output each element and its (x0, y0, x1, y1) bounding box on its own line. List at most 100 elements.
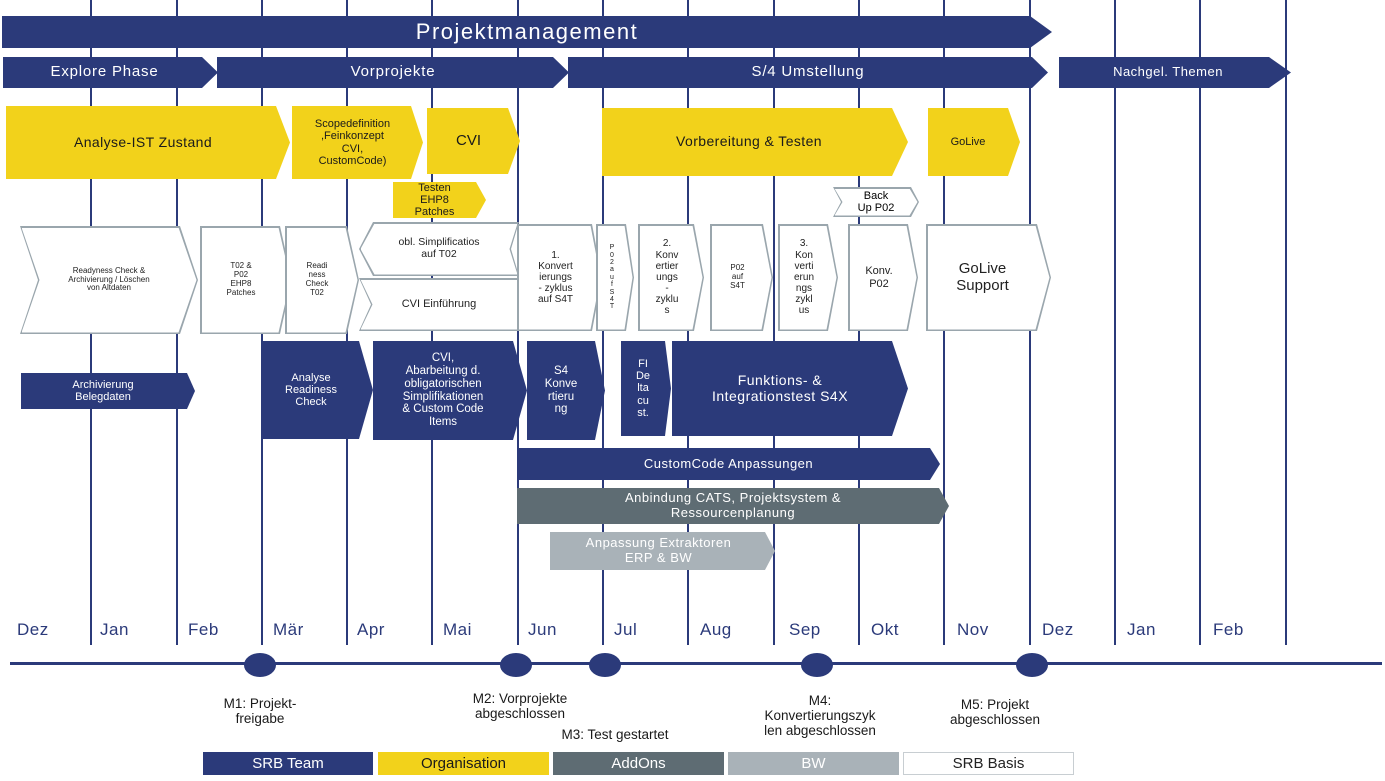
basis-readyness-label: Readyness Check & Archivierung / Löschen… (68, 265, 150, 293)
legend-label: BW (801, 755, 826, 772)
milestone-m1-marker (244, 653, 276, 677)
team-s4-konvertierung-label: S4 Konve rtieru ng (544, 364, 578, 416)
basis-t02-p02-label: T02 & P02 EHP8 Patches (226, 261, 256, 297)
basis-t02-p02: T02 & P02 EHP8 Patches (200, 226, 292, 334)
basis-p02-s4t-label: P02 auf S4T (730, 263, 745, 290)
org-vorbereitung: Vorbereitung & Testen (602, 108, 908, 176)
basis-konv1-label: 1. Konvert ierungs - zyklus auf S4T (537, 249, 574, 306)
team-customcode-label: CustomCode Anpassungen (643, 455, 814, 471)
milestone-m1-label: M1: Projekt- freigabe (223, 696, 297, 726)
org-vorbereitung-label: Vorbereitung & Testen (676, 133, 822, 150)
basis-p02-s4t: P02 auf S4T (710, 224, 773, 331)
milestone-m3-marker (589, 653, 621, 677)
basis-golive-support: GoLive Support (926, 224, 1051, 331)
basis-backup-label: Back Up P02 (857, 189, 895, 214)
month-label: Okt (871, 620, 899, 639)
phase-nachgel: Nachgel. Themen (1059, 57, 1291, 88)
phase-explore: Explore Phase (3, 57, 218, 88)
bw-extraktoren-label: Anpassung Extraktoren ERP & BW (585, 535, 732, 565)
team-archivierung: Archivierung Belegdaten (21, 373, 195, 409)
grid-line (1199, 0, 1201, 645)
org-golive-label: GoLive (950, 135, 986, 148)
phase-explore-label: Explore Phase (50, 63, 159, 81)
legend-label: SRB Basis (952, 755, 1025, 772)
phase-nachgel-label: Nachgel. Themen (1113, 64, 1223, 80)
basis-obl-simpl-label: obl. Simplificatios auf T02 (398, 236, 480, 260)
month-label: Jun (528, 620, 557, 639)
grid-line (1285, 0, 1287, 645)
team-analyse-readiness-label: Analyse Readiness Check (285, 371, 337, 409)
basis-readiness-t02: Readi ness Check T02 (285, 226, 359, 334)
org-analyse: Analyse-IST Zustand (6, 106, 290, 179)
title-text: Projektmanagement (415, 18, 639, 44)
title-bar: Projektmanagement (2, 16, 1052, 48)
org-cvi: CVI (427, 108, 520, 174)
team-cvi-abarbeitung: CVI, Abarbeitung d. obligatorischen Simp… (373, 341, 527, 440)
month-label: Mai (443, 620, 472, 639)
addon-cats-label: Anbindung CATS, Projektsystem & Ressourc… (624, 490, 842, 520)
legend-label: Organisation (420, 755, 507, 772)
phase-umstellung-label: S/4 Umstellung (751, 63, 865, 81)
team-fi-delta-label: FI De lta cu st. (635, 357, 651, 419)
basis-cvi-einfuehrung-label: CVI Einführung (401, 298, 477, 311)
legend-bw: BW (728, 752, 899, 775)
org-cvi-label: CVI (455, 131, 481, 149)
legend-srb-basis: SRB Basis (903, 752, 1074, 775)
basis-readiness-t02-label: Readi ness Check T02 (305, 261, 329, 297)
legend-label: SRB Team (252, 755, 324, 772)
basis-p02-vertical: P 0 2 a u f S 4 T (596, 224, 634, 331)
month-label: Mär (273, 620, 304, 639)
phase-vorprojekte: Vorprojekte (217, 57, 569, 88)
month-label: Jul (614, 620, 638, 639)
team-funktionstest: Funktions- & Integrationstest S4X (672, 341, 908, 436)
month-label: Apr (357, 620, 385, 639)
timeline-axis (10, 662, 1382, 665)
basis-konv2-label: 2. Konv ertier ungs - zyklu s (655, 238, 679, 317)
month-label: Jan (100, 620, 129, 639)
team-cvi-abarbeitung-label: CVI, Abarbeitung d. obligatorischen Simp… (402, 351, 484, 429)
org-testen-ehp8: Testen EHP8 Patches (393, 182, 486, 218)
org-testen-ehp8-label: Testen EHP8 Patches (414, 181, 455, 219)
basis-konv3-label: 3. Kon verti erun ngs zykl us (793, 238, 814, 317)
org-scope-label: Scopedefinition ,Feinkonzept CVI, Custom… (314, 117, 391, 167)
month-label: Dez (17, 620, 49, 639)
basis-golive-support-label: GoLive Support (956, 259, 1009, 294)
basis-readyness: Readyness Check & Archivierung / Löschen… (20, 226, 198, 334)
month-label: Jan (1127, 620, 1156, 639)
basis-konv-p02-label: Konv. P02 (865, 265, 893, 290)
milestone-m2-label: M2: Vorprojekte abgeschlossen (472, 691, 568, 721)
team-archivierung-label: Archivierung Belegdaten (72, 378, 134, 403)
basis-konv3: 3. Kon verti erun ngs zykl us (778, 224, 838, 331)
grid-line (773, 0, 775, 645)
legend-organisation: Organisation (378, 752, 549, 775)
milestone-m2-marker (500, 653, 532, 677)
grid-line (1114, 0, 1116, 645)
phase-umstellung: S/4 Umstellung (568, 57, 1048, 88)
month-label: Feb (1213, 620, 1244, 639)
basis-cvi-einfuehrung: CVI Einführung (359, 278, 519, 331)
milestone-m4-marker (801, 653, 833, 677)
basis-konv1: 1. Konvert ierungs - zyklus auf S4T (517, 224, 602, 331)
legend-srb-team: SRB Team (203, 752, 373, 775)
month-label: Feb (188, 620, 219, 639)
legend-addons: AddOns (553, 752, 724, 775)
milestone-m4-label: M4: Konvertierungszyk len abgeschlossen (764, 693, 876, 738)
team-analyse-readiness: Analyse Readiness Check (263, 341, 373, 439)
org-scope: Scopedefinition ,Feinkonzept CVI, Custom… (292, 106, 423, 179)
milestone-m3-label: M3: Test gestartet (561, 727, 669, 742)
basis-backup: Back Up P02 (833, 187, 919, 217)
milestone-m5-label: M5: Projekt abgeschlossen (949, 697, 1041, 727)
month-label: Aug (700, 620, 732, 639)
basis-konv-p02: Konv. P02 (848, 224, 918, 331)
team-fi-delta: FI De lta cu st. (621, 341, 671, 436)
month-label: Dez (1042, 620, 1074, 639)
legend-label: AddOns (611, 755, 666, 772)
month-label: Sep (789, 620, 821, 639)
team-funktionstest-label: Funktions- & Integrationstest S4X (711, 371, 849, 404)
phase-vorprojekte-label: Vorprojekte (350, 63, 436, 81)
team-customcode: CustomCode Anpassungen (517, 448, 940, 480)
month-label: Nov (957, 620, 989, 639)
basis-p02-vertical-label: P 0 2 a u f S 4 T (609, 244, 615, 311)
team-s4-konvertierung: S4 Konve rtieru ng (527, 341, 605, 440)
